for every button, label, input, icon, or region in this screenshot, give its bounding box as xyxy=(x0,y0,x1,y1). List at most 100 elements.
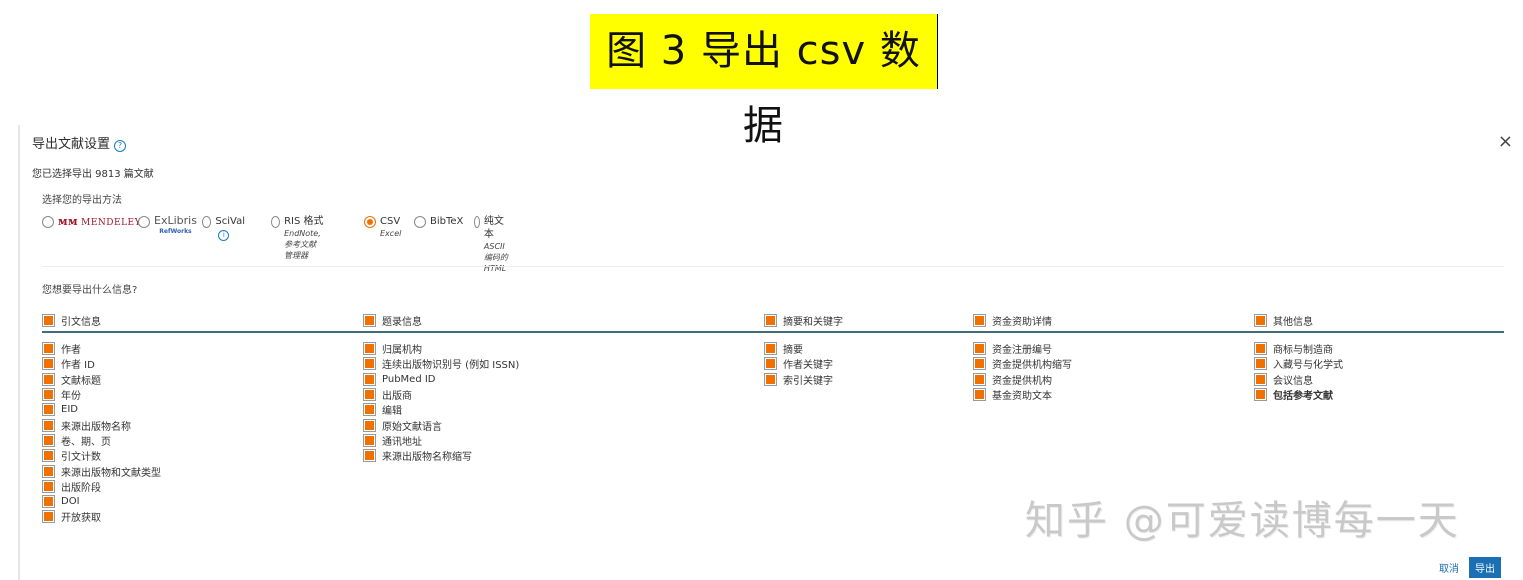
include-references-item[interactable]: 包括参考文献 xyxy=(1254,387,1343,402)
list-item[interactable]: 归属机构 xyxy=(363,341,519,356)
section-divider xyxy=(42,266,1504,267)
csv-label: CSV xyxy=(380,216,401,227)
checkbox-icon[interactable] xyxy=(42,449,55,463)
checkbox-icon[interactable] xyxy=(42,510,55,524)
list-item[interactable]: 引文计数 xyxy=(42,448,161,463)
list-item[interactable]: 摘要 xyxy=(764,341,833,356)
scival-label: SciVal xyxy=(215,216,245,227)
checkbox-icon[interactable] xyxy=(363,433,376,447)
list-item[interactable]: 文献标题 xyxy=(42,372,161,387)
ris-sub2: 参考文献管理器 xyxy=(284,240,317,260)
list-item[interactable]: 商标与制造商 xyxy=(1254,341,1343,356)
checkbox-icon[interactable] xyxy=(764,342,777,356)
checkbox-icon[interactable] xyxy=(42,495,55,509)
close-icon[interactable]: × xyxy=(1497,131,1513,152)
list-item[interactable]: 基金资助文本 xyxy=(973,387,1072,402)
category-abstract-keywords[interactable]: 摘要和关键字 xyxy=(764,313,843,328)
radio-exlibris[interactable] xyxy=(138,216,150,228)
list-item[interactable]: 来源出版物名称缩写 xyxy=(363,448,519,463)
method-ris[interactable]: RIS 格式 EndNote, 参考文献管理器 xyxy=(271,215,324,261)
list-item[interactable]: 年份 xyxy=(42,387,161,402)
checkbox-icon[interactable] xyxy=(363,388,376,402)
checkbox-icon[interactable] xyxy=(42,372,55,386)
radio-mendeley[interactable] xyxy=(42,216,54,228)
radio-bibtex[interactable] xyxy=(414,216,426,228)
category-funding[interactable]: 资金资助详情 xyxy=(973,313,1052,328)
checkbox-icon[interactable] xyxy=(973,388,986,402)
checkbox-icon[interactable] xyxy=(973,372,986,386)
list-item[interactable]: 作者 ID xyxy=(42,356,161,371)
checkbox-icon[interactable] xyxy=(363,418,376,432)
info-icon[interactable]: i xyxy=(218,230,230,241)
list-item[interactable]: DOI xyxy=(42,494,161,509)
checkbox-icon[interactable] xyxy=(1254,357,1267,371)
method-csv[interactable]: CSV Excel xyxy=(364,215,401,239)
list-item[interactable]: 通讯地址 xyxy=(363,433,519,448)
list-item[interactable]: 作者关键字 xyxy=(764,356,833,371)
list-item[interactable]: 索引关键字 xyxy=(764,372,833,387)
list-item[interactable]: 资金提供机构 xyxy=(973,372,1072,387)
cancel-button[interactable]: 取消 xyxy=(1439,564,1459,575)
checkbox-icon[interactable] xyxy=(363,342,376,356)
checkbox-icon[interactable] xyxy=(363,314,376,328)
plain-text-label: 纯文本 xyxy=(483,216,504,240)
radio-scival[interactable] xyxy=(202,216,212,228)
method-bibtex[interactable]: BibTeX xyxy=(414,215,463,228)
list-item[interactable]: 会议信息 xyxy=(1254,372,1343,387)
list-item[interactable]: EID xyxy=(42,402,161,417)
checkbox-icon[interactable] xyxy=(363,403,376,417)
category-other[interactable]: 其他信息 xyxy=(1254,313,1313,328)
list-item[interactable]: 来源出版物和文献类型 xyxy=(42,463,161,479)
category-bibliographic[interactable]: 题录信息 xyxy=(363,313,422,328)
list-item[interactable]: 开放获取 xyxy=(42,509,161,524)
method-plain-text[interactable]: 纯文本 ASCII 编码的 HTML xyxy=(474,215,512,274)
checkbox-icon[interactable] xyxy=(42,403,55,417)
checkbox-icon[interactable] xyxy=(363,372,376,386)
checkbox-icon[interactable] xyxy=(973,314,986,328)
checkbox-icon[interactable] xyxy=(42,388,55,402)
dialog-title: 导出文献设置? xyxy=(32,133,127,152)
list-item[interactable]: 来源出版物名称 xyxy=(42,417,161,433)
checkbox-icon[interactable] xyxy=(42,433,55,447)
bibliographic-items: 归属机构 连续出版物识别号 (例如 ISSN) PubMed ID 出版商 编辑… xyxy=(363,341,519,463)
checkbox-icon[interactable] xyxy=(42,314,55,328)
radio-plain-text[interactable] xyxy=(474,216,480,228)
checkbox-icon[interactable] xyxy=(764,314,777,328)
list-item[interactable]: 入藏号与化学式 xyxy=(1254,356,1343,371)
checkbox-icon[interactable] xyxy=(764,357,777,371)
checkbox-icon[interactable] xyxy=(1254,342,1267,356)
help-icon[interactable]: ? xyxy=(114,140,127,152)
list-item[interactable]: PubMed ID xyxy=(363,372,519,387)
radio-csv[interactable] xyxy=(364,216,376,228)
checkbox-icon[interactable] xyxy=(42,479,55,493)
list-item[interactable]: 出版商 xyxy=(363,387,519,402)
dialog-footer: 取消 导出 xyxy=(1439,557,1501,578)
checkbox-icon[interactable] xyxy=(42,418,55,432)
checkbox-icon[interactable] xyxy=(1254,314,1267,328)
list-item[interactable]: 连续出版物识别号 (例如 ISSN) xyxy=(363,356,519,371)
list-item[interactable]: 编辑 xyxy=(363,402,519,417)
checkbox-icon[interactable] xyxy=(973,342,986,356)
checkbox-icon[interactable] xyxy=(363,357,376,371)
checkbox-icon[interactable] xyxy=(1254,388,1267,402)
list-item[interactable]: 原始文献语言 xyxy=(363,417,519,433)
category-citation[interactable]: 引文信息 xyxy=(42,313,101,328)
export-button[interactable]: 导出 xyxy=(1469,557,1501,578)
list-item[interactable]: 卷、期、页 xyxy=(42,433,161,448)
checkbox-icon[interactable] xyxy=(42,464,55,478)
checkbox-icon[interactable] xyxy=(363,449,376,463)
checkbox-icon[interactable] xyxy=(973,357,986,371)
method-scival[interactable]: SciVal i xyxy=(202,215,248,241)
checkbox-icon[interactable] xyxy=(42,342,55,356)
list-item[interactable]: 出版阶段 xyxy=(42,479,161,494)
list-item[interactable]: 作者 xyxy=(42,341,161,356)
radio-ris[interactable] xyxy=(271,216,281,228)
list-item[interactable]: 资金注册编号 xyxy=(973,341,1072,356)
checkbox-icon[interactable] xyxy=(764,372,777,386)
list-item[interactable]: 资金提供机构缩写 xyxy=(973,356,1072,371)
checkbox-icon[interactable] xyxy=(1254,372,1267,386)
checkbox-icon[interactable] xyxy=(42,357,55,371)
category-header-row: 引文信息 题录信息 摘要和关键字 资金资助详情 其他信息 xyxy=(42,313,1504,333)
